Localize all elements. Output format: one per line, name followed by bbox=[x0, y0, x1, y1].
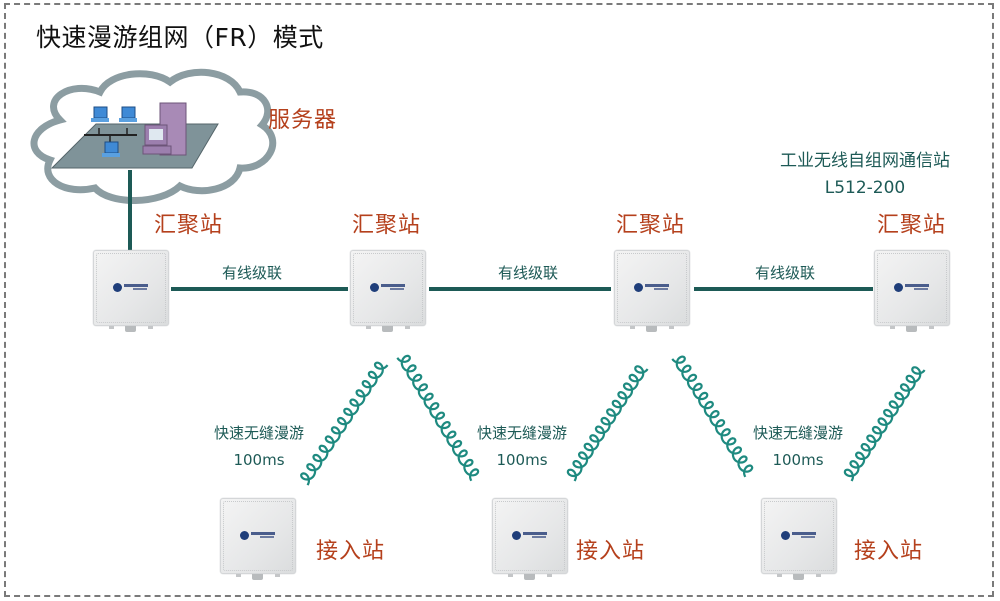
wireless-link-spiral bbox=[396, 354, 480, 482]
wired-link-label: 有线级联 bbox=[755, 264, 816, 282]
server-network-icon bbox=[50, 102, 219, 169]
brand-logo-icon bbox=[512, 531, 548, 540]
wireless-link-spiral bbox=[671, 355, 754, 478]
aggregation-station-device[interactable] bbox=[350, 250, 426, 332]
roaming-description: 快速无缝漫游 bbox=[476, 424, 567, 442]
roaming-latency: 100ms bbox=[233, 451, 285, 469]
roaming-label: 快速无缝漫游 100ms bbox=[739, 420, 857, 474]
roaming-description: 快速无缝漫游 bbox=[752, 424, 843, 442]
model-info: 工业无线自组网通信站 L512-200 bbox=[760, 148, 970, 202]
aggregation-station-label: 汇聚站 bbox=[154, 213, 224, 238]
roaming-latency: 100ms bbox=[496, 451, 548, 469]
aggregation-station-device[interactable] bbox=[614, 250, 690, 332]
access-station-device[interactable] bbox=[220, 498, 296, 580]
aggregation-station-device[interactable] bbox=[93, 250, 169, 332]
model-number: L512-200 bbox=[824, 178, 906, 198]
access-station-label: 接入站 bbox=[854, 539, 924, 564]
brand-logo-icon bbox=[370, 283, 406, 292]
model-description: 工业无线自组网通信站 bbox=[780, 151, 950, 171]
access-station-device[interactable] bbox=[761, 498, 837, 580]
aggregation-station-device[interactable] bbox=[874, 250, 950, 332]
roaming-label: 快速无缝漫游 100ms bbox=[200, 420, 318, 474]
roaming-label: 快速无缝漫游 100ms bbox=[463, 420, 581, 474]
roaming-description: 快速无缝漫游 bbox=[213, 424, 304, 442]
aggregation-station-label: 汇聚站 bbox=[352, 213, 422, 238]
brand-logo-icon bbox=[240, 531, 276, 540]
aggregation-station-label: 汇聚站 bbox=[616, 213, 686, 238]
access-station-device[interactable] bbox=[492, 498, 568, 580]
server-label: 服务器 bbox=[268, 108, 338, 133]
diagram-title: 快速漫游组网（FR）模式 bbox=[36, 23, 324, 52]
brand-logo-icon bbox=[634, 283, 670, 292]
wireless-link-spiral bbox=[300, 361, 389, 486]
brand-logo-icon bbox=[781, 531, 817, 540]
wired-link-label: 有线级联 bbox=[222, 264, 283, 282]
access-station-label: 接入站 bbox=[576, 539, 646, 564]
wired-link-label: 有线级联 bbox=[498, 264, 559, 282]
access-station-label: 接入站 bbox=[316, 539, 386, 564]
brand-logo-icon bbox=[894, 283, 930, 292]
aggregation-station-label: 汇聚站 bbox=[877, 213, 947, 238]
wireless-link-spiral bbox=[566, 365, 649, 482]
diagram-frame bbox=[4, 3, 994, 597]
brand-logo-icon bbox=[113, 283, 149, 292]
wireless-link-spiral bbox=[843, 366, 926, 482]
roaming-latency: 100ms bbox=[772, 451, 824, 469]
